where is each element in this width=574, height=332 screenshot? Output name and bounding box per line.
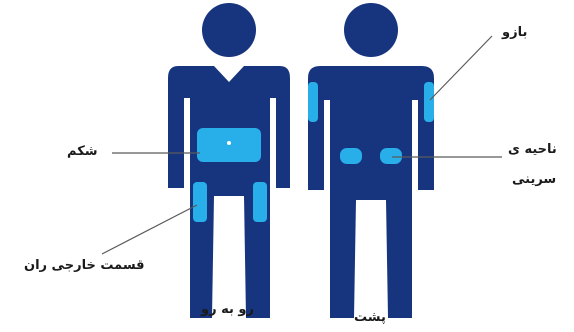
- arm-label: بازو: [502, 25, 527, 40]
- left-buttock-site: [340, 148, 362, 164]
- navel: [227, 141, 231, 145]
- outer-thigh-label: قسمت خارجی ران: [24, 258, 145, 273]
- back-right-arm-site: [424, 82, 434, 122]
- front-right-thigh-site: [253, 182, 267, 222]
- front-left-thigh-site: [193, 182, 207, 222]
- back-body-figure: [308, 3, 434, 318]
- thigh-leader-line: [102, 205, 197, 254]
- back-left-arm-site: [308, 82, 318, 122]
- front-torso: [168, 66, 290, 318]
- front-head: [202, 3, 256, 57]
- right-buttock-site: [380, 148, 402, 164]
- back-figure-caption: پشت: [354, 310, 386, 325]
- buttocks-label-line1: ناحیه ی: [508, 142, 557, 157]
- leader-lines: [102, 36, 502, 254]
- arm-leader-line: [430, 36, 492, 100]
- back-torso: [308, 66, 434, 318]
- abdomen-label: شکم: [67, 144, 98, 159]
- buttocks-label-line2: سرینی: [512, 172, 556, 187]
- back-head: [344, 3, 398, 57]
- front-figure-caption: رو به رو: [201, 302, 254, 317]
